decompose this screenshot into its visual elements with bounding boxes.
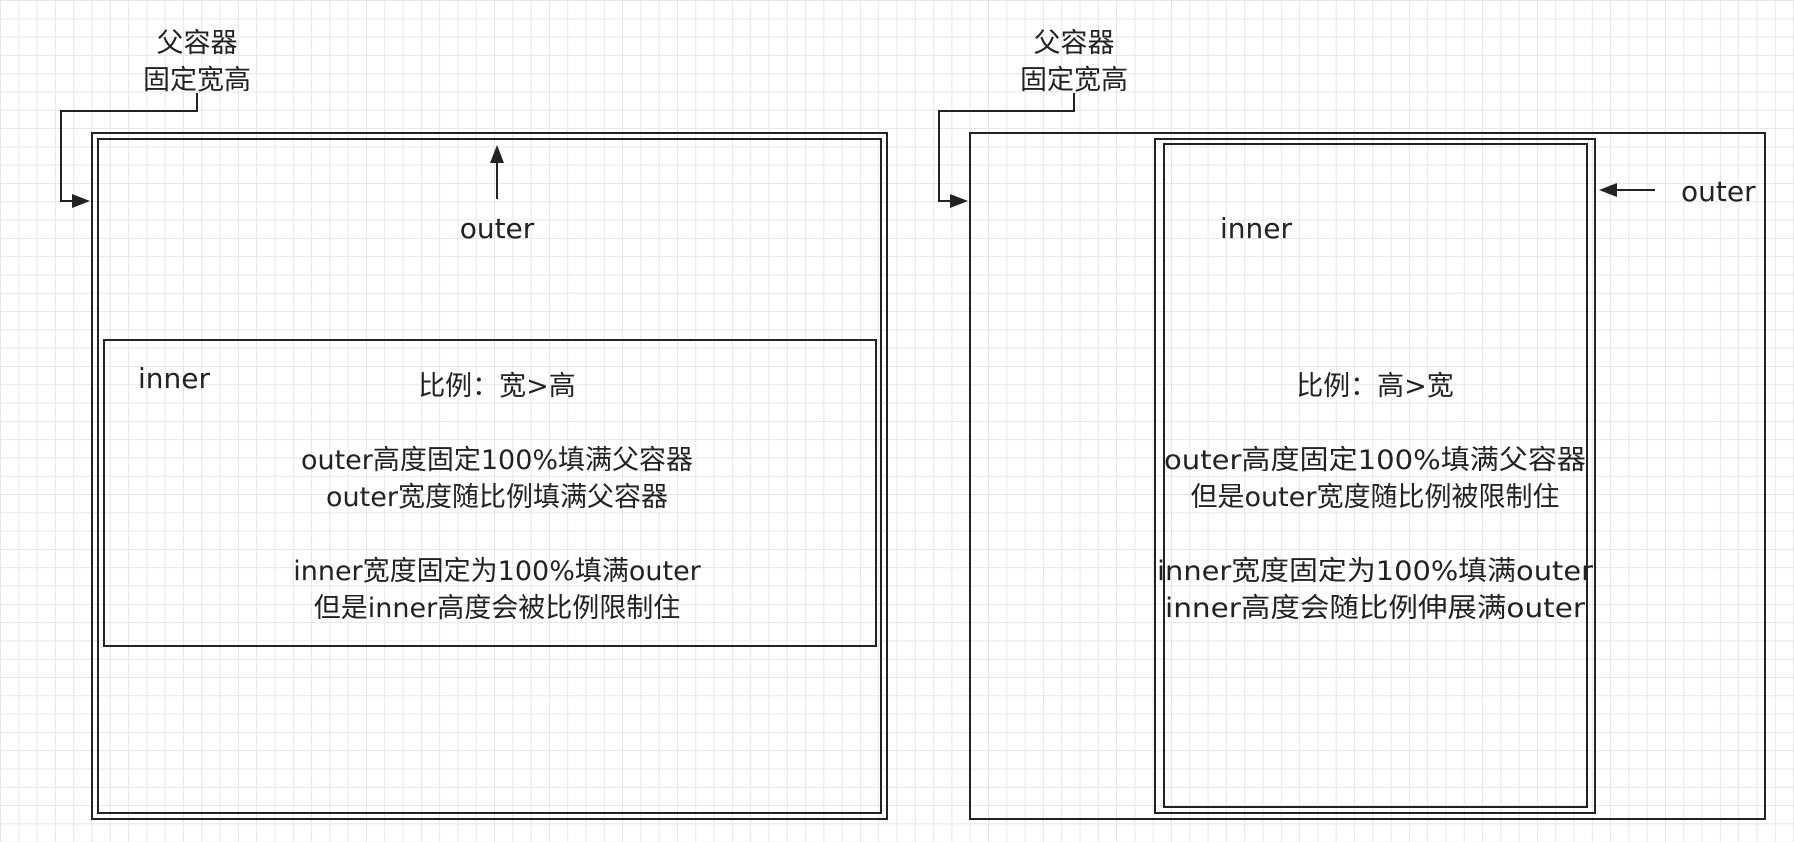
left-parent-container <box>91 132 888 820</box>
right-inner-label: inner <box>1220 212 1292 245</box>
right-ratio-label: 比例：高>宽 <box>1296 371 1454 402</box>
left-parent-arrowhead <box>72 194 90 208</box>
left-ratio-label: 比例：宽>高 <box>418 371 576 402</box>
left-outer-desc-line2: outer宽度随比例填满父容器 <box>326 482 668 513</box>
right-parent-connector <box>938 93 1075 202</box>
left-inner-label: inner <box>138 362 210 395</box>
right-outer-desc-line2: 但是outer宽度随比例被限制住 <box>1191 482 1560 513</box>
right-parent-arrowhead <box>950 194 968 208</box>
left-outer-desc-line1: outer高度固定100%填满父容器 <box>301 445 693 476</box>
left-inner-box <box>103 339 877 647</box>
right-outer-box <box>1154 138 1596 814</box>
right-parent-label-line2: 固定宽高 <box>1020 65 1128 96</box>
right-diagram: 父容器 固定宽高 outer inner 比例：高>宽 outer高度固定100… <box>938 28 1766 820</box>
right-inner-desc-line1: inner宽度固定为100%填满outer <box>1157 556 1594 587</box>
right-outer-arrowhead <box>1599 183 1617 197</box>
left-inner-desc-line2: 但是inner高度会被比例限制住 <box>314 593 680 624</box>
left-parent-label-line2: 固定宽高 <box>143 65 251 96</box>
left-outer-box <box>97 138 882 814</box>
right-outer-label: outer <box>1681 175 1756 208</box>
right-inner-desc-line2: inner高度会随比例伸展满outer <box>1165 593 1586 624</box>
left-parent-connector <box>60 93 198 202</box>
right-parent-container <box>969 132 1766 820</box>
right-inner-box <box>1163 143 1588 808</box>
left-diagram: 父容器 固定宽高 outer inner 比例：宽>高 outer高度固定100… <box>60 28 888 820</box>
left-outer-arrowhead <box>490 145 504 163</box>
left-inner-desc-line1: inner宽度固定为100%填满outer <box>293 556 701 587</box>
right-outer-desc-line1: outer高度固定100%填满父容器 <box>1164 445 1586 476</box>
left-parent-label-line1: 父容器 <box>157 28 238 59</box>
left-outer-label: outer <box>460 212 535 245</box>
right-parent-label-line1: 父容器 <box>1034 28 1115 59</box>
